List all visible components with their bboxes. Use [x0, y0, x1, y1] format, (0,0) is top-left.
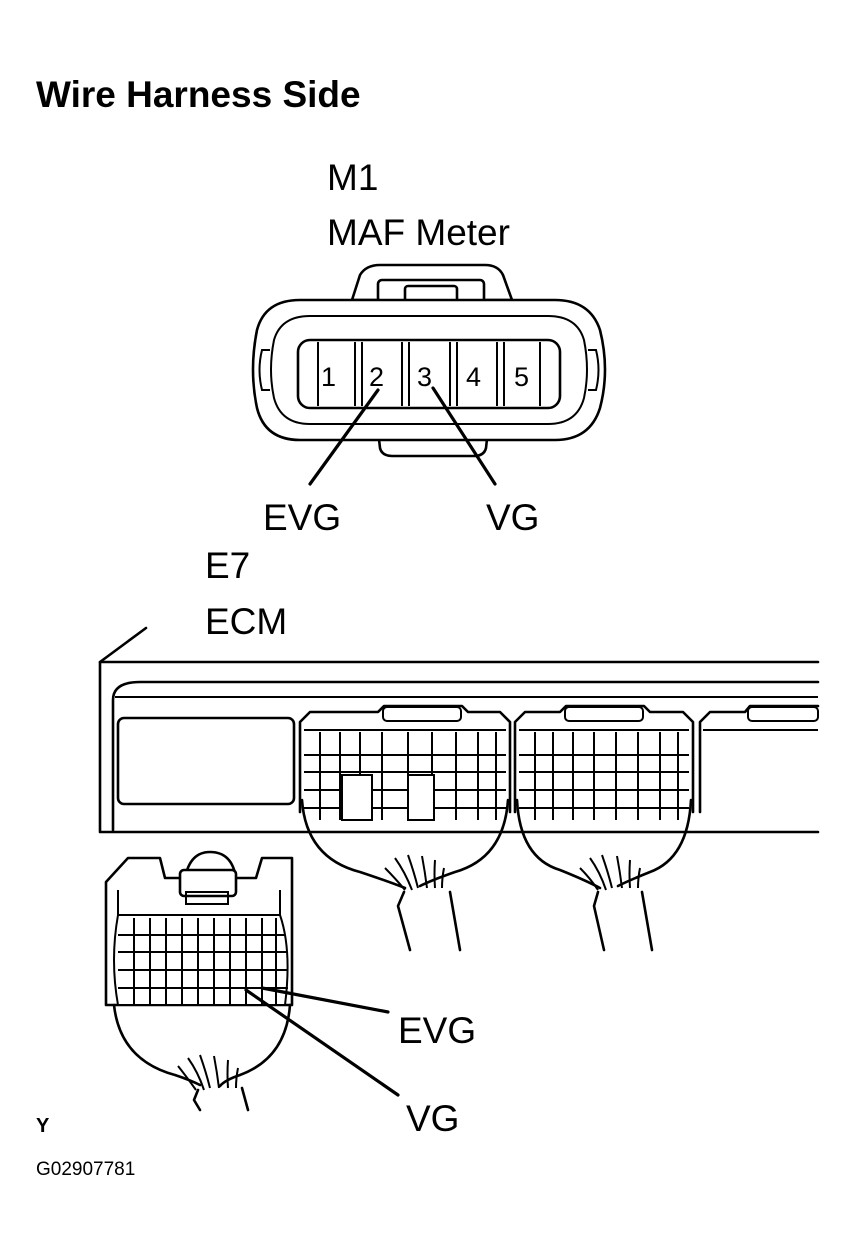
m1-vg-leader	[431, 386, 497, 486]
e7-connector-name: ECM	[205, 601, 287, 642]
m1-evg-leader	[308, 388, 380, 486]
m1-pin-2: 2	[369, 362, 384, 392]
m1-connector-id: M1	[327, 157, 378, 198]
m1-pin-5: 5	[514, 362, 529, 392]
m1-pin-4: 4	[466, 362, 481, 392]
m1-pin-1: 1	[321, 362, 336, 392]
e7-connector-drawing	[104, 850, 294, 1112]
e7-vg-label: VG	[406, 1098, 459, 1139]
ecm-socket-b	[513, 704, 695, 952]
m1-connector-name: MAF Meter	[327, 212, 510, 253]
diagram-title: Wire Harness Side	[36, 74, 361, 115]
e7-evg-leader	[260, 986, 390, 1014]
m1-pin-3: 3	[417, 362, 432, 392]
m1-vg-label: VG	[486, 497, 539, 538]
ecm-socket-c-stub	[698, 704, 820, 814]
figure-code: G02907781	[36, 1159, 135, 1180]
m1-connector-drawing	[251, 263, 607, 458]
e7-evg-label: EVG	[398, 1010, 476, 1051]
e7-connector-id: E7	[205, 545, 250, 586]
ecm-housing-drawing	[98, 626, 820, 834]
footer-mark: Y	[36, 1115, 50, 1137]
ecm-socket-a	[298, 704, 512, 952]
e7-vg-leader	[244, 988, 400, 1097]
m1-evg-label: EVG	[263, 497, 341, 538]
